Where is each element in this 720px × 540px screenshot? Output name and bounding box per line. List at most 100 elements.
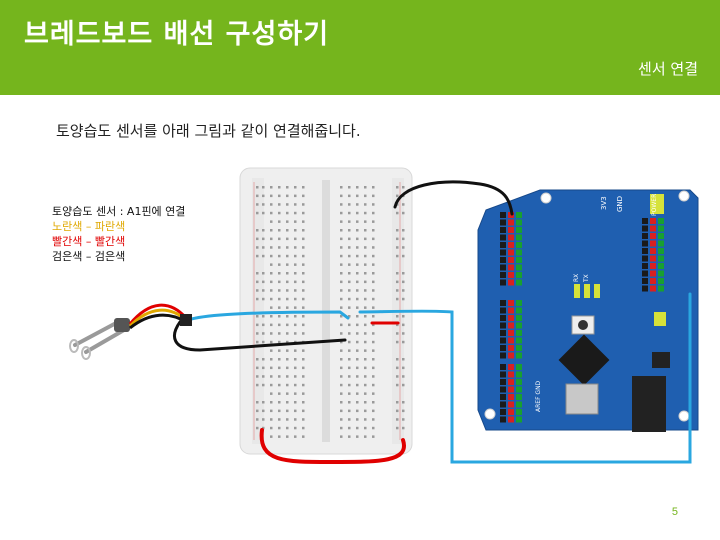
header-pin: [500, 279, 506, 286]
breadboard-hole: [278, 332, 281, 335]
breadboard-rail-hole: [396, 246, 399, 249]
header-pin: [500, 394, 506, 400]
breadboard-hole: [372, 272, 375, 275]
breadboard-hole: [348, 254, 351, 258]
sensor-shield-board: 3V3 GND POWER RX TX AREF GND: [477, 189, 699, 432]
breadboard-hole: [294, 392, 297, 395]
breadboard-hole: [294, 237, 297, 241]
breadboard-hole: [372, 186, 375, 189]
header-pin: [516, 386, 522, 393]
breadboard-rail-hole: [402, 229, 405, 232]
header-pin: [516, 337, 522, 344]
breadboard-rail-hole: [262, 194, 265, 198]
breadboard-rail-hole: [262, 297, 265, 301]
breadboard-hole: [364, 254, 367, 258]
breadboard-hole: [286, 306, 289, 309]
breadboard-rail-hole: [256, 280, 259, 284]
breadboard-hole: [340, 306, 343, 309]
breadboard-hole: [340, 409, 343, 413]
header-pin: [650, 248, 656, 254]
header-pin: [500, 337, 506, 344]
header-pin: [650, 263, 656, 269]
breadboard-hole: [278, 220, 281, 223]
breadboard-rail-hole: [402, 272, 405, 275]
breadboard-hole: [356, 392, 359, 395]
header-bar: 브레드보드 배선 구성하기 센서 연결: [0, 0, 720, 95]
slide-subtitle: 센서 연결: [638, 60, 698, 78]
breadboard-hole: [372, 297, 375, 301]
soil-moisture-sensor: [69, 303, 192, 360]
breadboard-hole: [294, 254, 297, 258]
breadboard-hole: [286, 358, 289, 361]
breadboard-hole: [278, 254, 281, 258]
breadboard-hole: [286, 220, 289, 223]
breadboard-hole: [348, 435, 351, 438]
breadboard-hole: [294, 211, 297, 215]
breadboard-hole: [372, 280, 375, 284]
breadboard-hole: [302, 211, 305, 215]
wiring-line-yellow: 노란색 – 파란색: [52, 220, 126, 233]
breadboard-hole: [372, 426, 375, 430]
header-pin: [500, 307, 506, 314]
breadboard-hole: [270, 315, 273, 318]
header-pin: [508, 257, 514, 263]
breadboard-hole: [278, 263, 281, 266]
breadboard-hole: [278, 418, 281, 421]
breadboard-rail-hole: [402, 383, 405, 387]
breadboard-hole: [302, 323, 305, 327]
breadboard-hole: [286, 229, 289, 232]
breadboard-hole: [340, 418, 343, 421]
breadboard-hole: [348, 315, 351, 318]
breadboard-hole: [364, 315, 367, 318]
breadboard-hole: [356, 315, 359, 318]
label-3v3: 3V3: [600, 196, 608, 210]
breadboard-rail-hole: [402, 203, 405, 206]
breadboard-rail-hole: [262, 280, 265, 284]
breadboard-rail-hole: [402, 366, 405, 370]
black-wire-board: [393, 180, 514, 216]
breadboard-rail-hole: [396, 332, 399, 335]
breadboard-rail-hole: [396, 186, 399, 189]
breadboard-hole: [302, 237, 305, 241]
breadboard-hole: [364, 401, 367, 404]
header-pin: [658, 263, 664, 269]
breadboard-hole: [278, 186, 281, 189]
breadboard-rail-hole: [262, 340, 265, 344]
breadboard-rail-hole: [402, 280, 405, 284]
breadboard-hole: [294, 297, 297, 301]
breadboard-hole: [356, 220, 359, 223]
header-pin: [658, 270, 664, 277]
breadboard-hole: [340, 315, 343, 318]
breadboard-hole: [356, 237, 359, 241]
breadboard-hole: [372, 306, 375, 309]
breadboard-hole: [294, 435, 297, 438]
breadboard-hole: [340, 435, 343, 438]
breadboard-hole: [278, 306, 281, 309]
breadboard-rail-hole: [396, 401, 399, 404]
breadboard-hole: [340, 220, 343, 223]
breadboard-hole: [270, 272, 273, 275]
header-pin: [658, 233, 664, 239]
breadboard-hole: [302, 383, 305, 387]
breadboard-hole: [286, 349, 289, 352]
breadboard-hole: [348, 349, 351, 352]
header-pin: [642, 248, 648, 254]
breadboard-rail-hole: [262, 272, 265, 275]
breadboard-hole: [348, 375, 351, 378]
breadboard-hole: [294, 280, 297, 284]
header-pin: [516, 371, 522, 378]
breadboard-hole: [348, 332, 351, 335]
slide-title: 브레드보드 배선 구성하기: [24, 19, 330, 50]
breadboard-hole: [286, 366, 289, 370]
breadboard-rail-hole: [262, 418, 265, 421]
header-pin: [516, 249, 522, 256]
breadboard-hole: [294, 203, 297, 206]
breadboard-hole: [294, 194, 297, 198]
breadboard-hole: [348, 401, 351, 404]
breadboard-hole: [364, 246, 367, 249]
breadboard-hole: [356, 263, 359, 266]
breadboard-hole: [294, 349, 297, 352]
breadboard-rail-hole: [396, 409, 399, 413]
header-pin: [500, 300, 506, 306]
breadboard-rail-hole: [262, 383, 265, 387]
